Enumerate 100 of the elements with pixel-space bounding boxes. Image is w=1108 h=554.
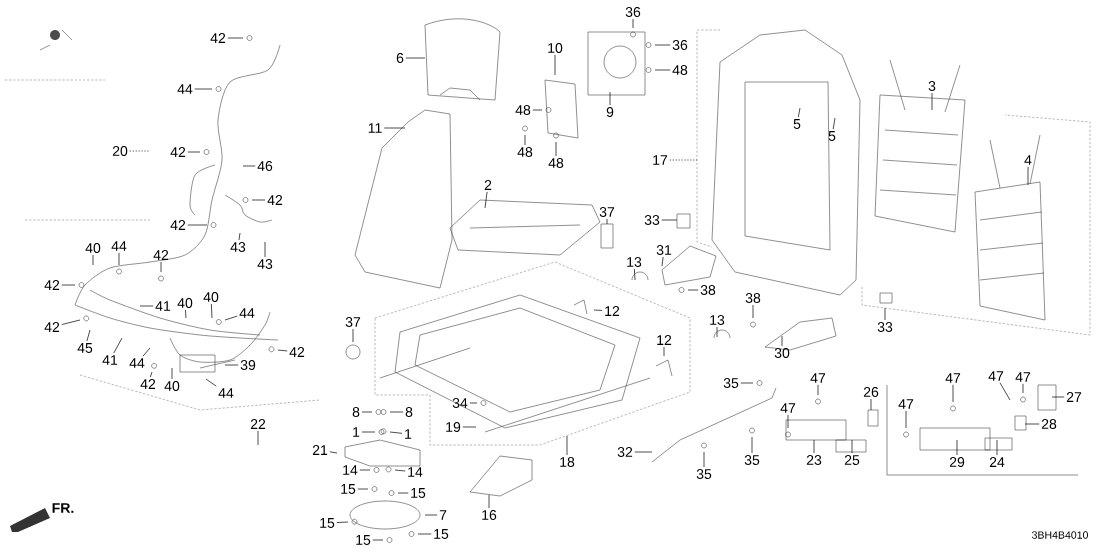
leader-line bbox=[251, 199, 266, 201]
leader-line bbox=[397, 492, 409, 494]
callout-number: 15 bbox=[411, 488, 426, 498]
callout-number: 15 bbox=[434, 529, 449, 539]
callout-number: 24 bbox=[989, 457, 1005, 467]
callout-number: 12 bbox=[605, 306, 620, 316]
leader-line bbox=[185, 309, 187, 319]
callout-number: 32 bbox=[617, 447, 633, 457]
leader-line bbox=[242, 165, 256, 167]
leader-line bbox=[669, 159, 698, 161]
leader-line bbox=[238, 232, 241, 241]
leader-line bbox=[417, 533, 432, 535]
callout-number: 10 bbox=[548, 43, 563, 53]
leader-line bbox=[211, 303, 213, 319]
leader-line bbox=[832, 117, 836, 130]
callout-number: 48 bbox=[548, 158, 564, 168]
callout-number: 40 bbox=[85, 243, 101, 253]
callout-number: 33 bbox=[644, 215, 660, 225]
leader-line bbox=[687, 289, 699, 291]
callout-number: 22 bbox=[250, 419, 266, 429]
callout-number: 4 bbox=[1024, 155, 1032, 165]
callout-number: 48 bbox=[517, 147, 533, 157]
callout-number: 1 bbox=[353, 427, 360, 437]
leader-line bbox=[383, 127, 406, 129]
callout-number: 28 bbox=[1041, 419, 1057, 429]
callout-number: 47 bbox=[1015, 372, 1031, 382]
leader-line bbox=[593, 309, 603, 311]
callout-number: 14 bbox=[408, 467, 423, 477]
callout-number: 42 bbox=[44, 280, 60, 290]
leader-line bbox=[205, 378, 217, 387]
callout-number: 35 bbox=[744, 455, 760, 465]
callout-number: 38 bbox=[700, 285, 716, 295]
leader-line bbox=[359, 469, 371, 471]
callout-number: 17 bbox=[653, 155, 668, 165]
callout-number: 47 bbox=[780, 403, 796, 413]
callout-number: 36 bbox=[672, 40, 688, 50]
callout-number: 44 bbox=[177, 84, 193, 94]
leader-line bbox=[61, 284, 76, 286]
leader-line bbox=[1024, 423, 1040, 425]
leader-line bbox=[488, 494, 490, 509]
callout-number: 34 bbox=[452, 398, 468, 408]
callout-number: 38 bbox=[745, 293, 761, 303]
leader-line bbox=[554, 54, 556, 76]
leader-line bbox=[661, 219, 678, 221]
leader-line bbox=[361, 411, 373, 413]
callout-number: 47 bbox=[988, 371, 1004, 381]
leader-line bbox=[752, 304, 754, 319]
callout-number: 3 bbox=[928, 81, 936, 91]
leader-line bbox=[1027, 166, 1029, 186]
callout-number: 42 bbox=[267, 195, 283, 205]
callout-number: 13 bbox=[710, 315, 725, 325]
callout-number: 42 bbox=[170, 147, 186, 157]
leader-line bbox=[1022, 383, 1024, 394]
callout-number: 44 bbox=[111, 241, 127, 251]
leader-line bbox=[86, 329, 91, 342]
callout-number: 25 bbox=[844, 455, 860, 465]
callout-number: 5 bbox=[828, 131, 836, 141]
leader-line bbox=[606, 218, 608, 225]
callout-number: 15 bbox=[341, 484, 356, 494]
callout-number: 44 bbox=[239, 308, 255, 318]
leader-line bbox=[787, 414, 789, 429]
callout-number: 48 bbox=[515, 105, 531, 115]
callout-number: 15 bbox=[320, 518, 335, 528]
callout-number: 8 bbox=[405, 407, 413, 417]
leader-line bbox=[524, 134, 526, 146]
callout-number: 42 bbox=[170, 220, 186, 230]
callout-number: 8 bbox=[352, 407, 360, 417]
leader-line bbox=[484, 191, 488, 209]
callout-number: 42 bbox=[153, 250, 169, 260]
leader-line bbox=[139, 305, 154, 307]
leader-line bbox=[357, 488, 369, 490]
leader-line bbox=[555, 141, 557, 157]
leader-line bbox=[663, 346, 665, 357]
leader-line bbox=[609, 91, 611, 106]
leader-line bbox=[277, 349, 288, 352]
callout-number: 46 bbox=[257, 161, 273, 171]
callout-number: 31 bbox=[656, 245, 672, 255]
leader-line bbox=[394, 469, 406, 472]
leader-line bbox=[661, 256, 664, 267]
callout-number: 37 bbox=[599, 207, 615, 217]
leader-line bbox=[566, 435, 568, 456]
leader-line bbox=[187, 224, 208, 226]
callout-number: 27 bbox=[1066, 392, 1082, 402]
leader-line bbox=[149, 371, 153, 378]
callout-number: 39 bbox=[240, 360, 256, 370]
leader-line bbox=[905, 410, 907, 429]
leader-line bbox=[469, 402, 478, 404]
callout-number: 42 bbox=[44, 322, 60, 332]
callout-number: 11 bbox=[368, 123, 382, 133]
leader-line bbox=[632, 18, 634, 29]
leader-line bbox=[329, 451, 338, 454]
callout-number: 9 bbox=[606, 107, 614, 117]
leader-line bbox=[532, 109, 543, 111]
callout-number: 41 bbox=[102, 355, 118, 365]
drawing-number: 3BH4B4010 bbox=[1032, 531, 1089, 539]
callout-number: 19 bbox=[446, 422, 461, 432]
callout-number: 42 bbox=[210, 33, 226, 43]
leader-line bbox=[462, 426, 477, 428]
leader-line bbox=[336, 521, 349, 523]
callout-number: 47 bbox=[810, 373, 826, 383]
